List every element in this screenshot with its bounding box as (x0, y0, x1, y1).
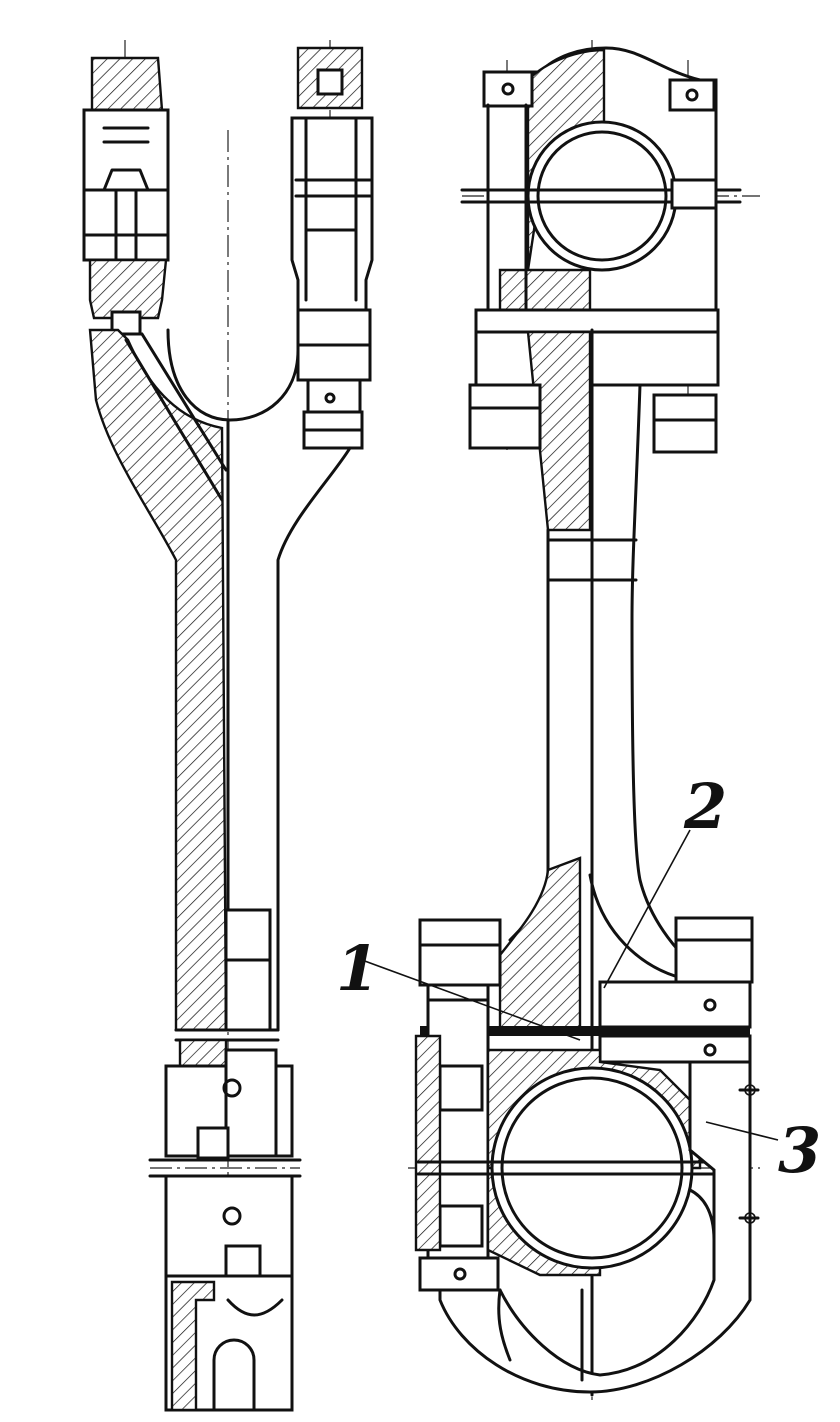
callout-1: 1 (336, 932, 581, 1041)
side-section-view (82, 40, 374, 1412)
callout-3-label: 3 (778, 1114, 821, 1187)
callout-1-label: 1 (336, 932, 379, 1005)
front-section-view (408, 40, 760, 1400)
callout-2-label: 2 (683, 770, 727, 843)
callout-2: 2 (603, 770, 727, 989)
callout-3: 3 (705, 1114, 821, 1187)
